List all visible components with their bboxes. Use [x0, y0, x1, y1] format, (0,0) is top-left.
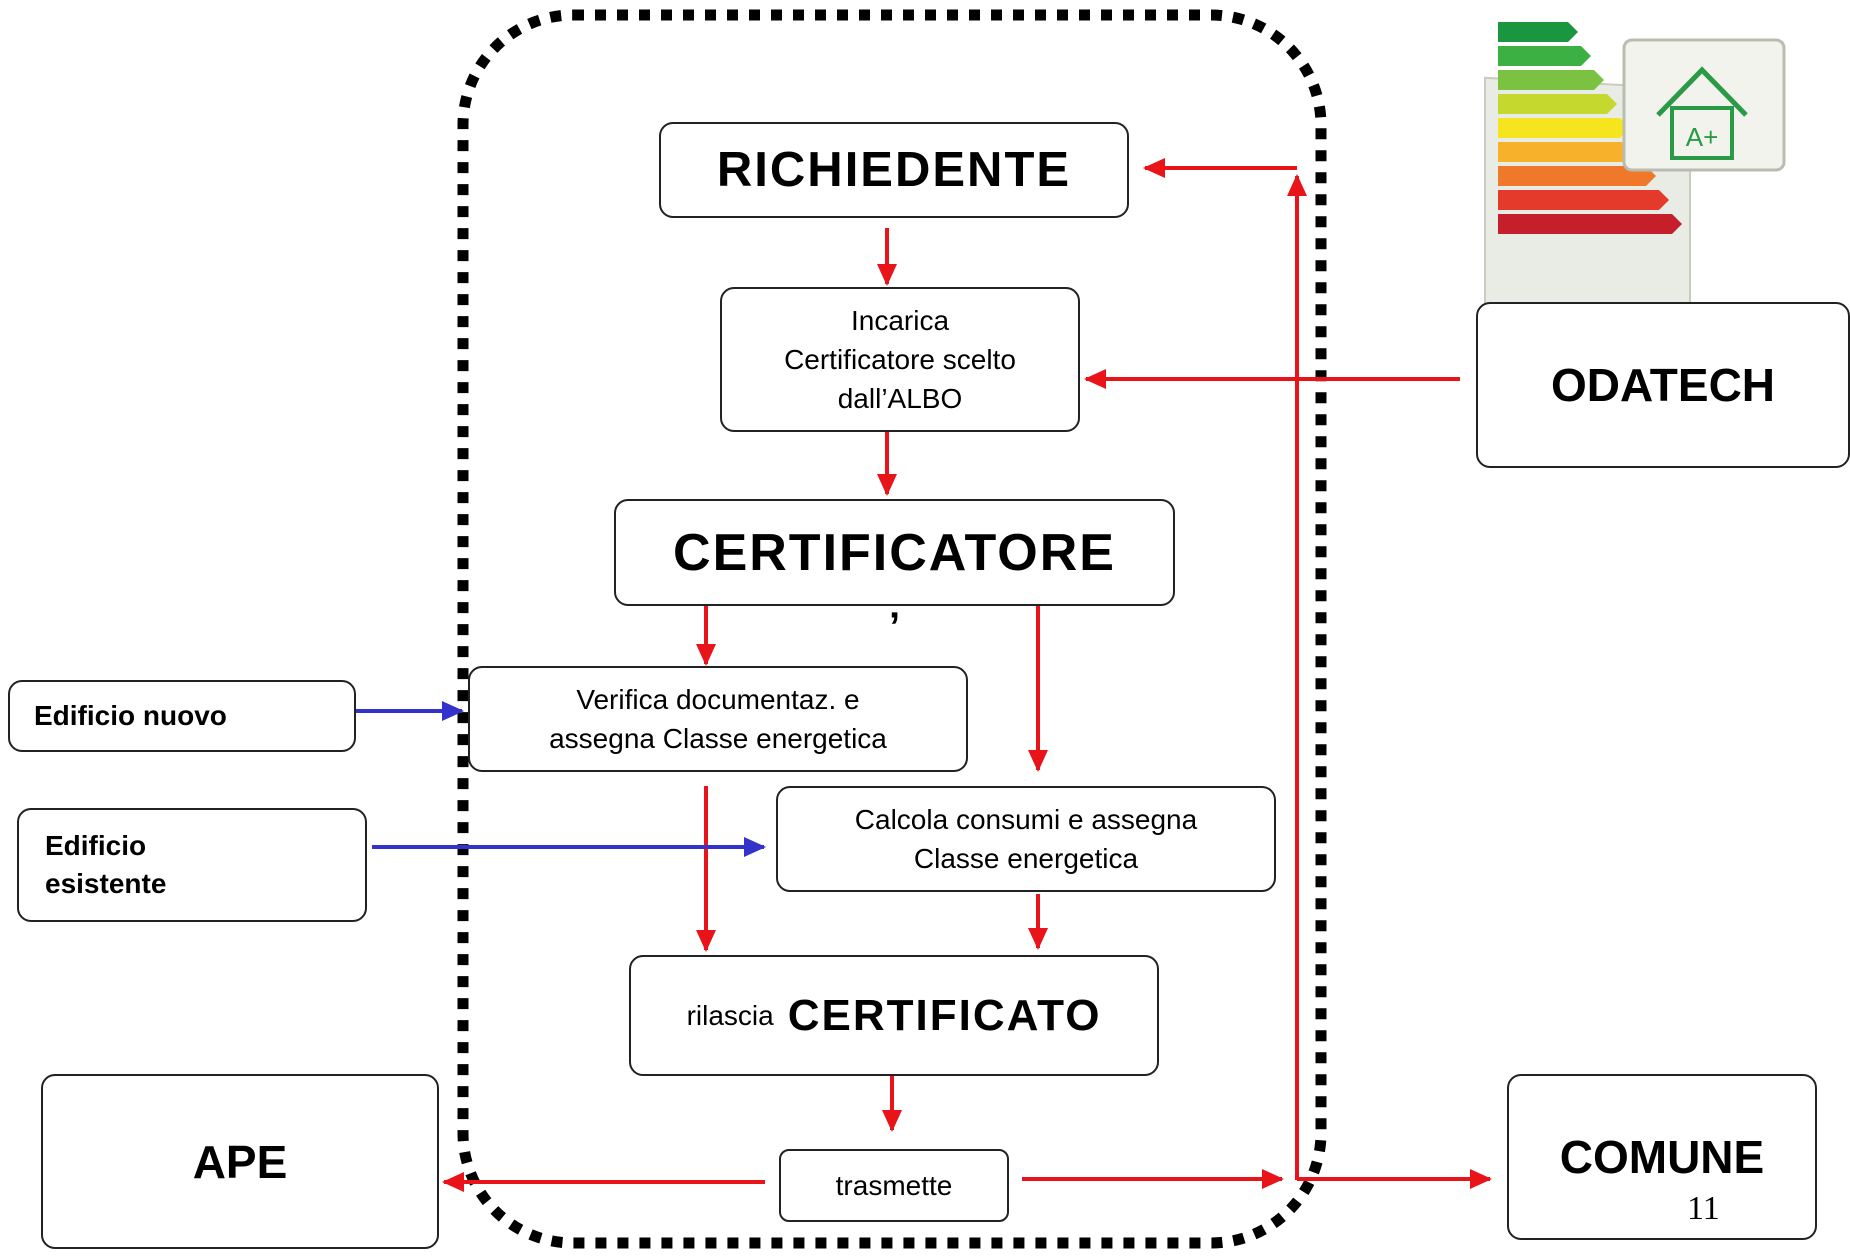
calcola-box: Calcola consumi e assegna Classe energet…: [776, 786, 1276, 892]
odatech-box: ODATECH: [1476, 302, 1850, 468]
verifica-label: Verifica documentaz. e assegna Classe en…: [549, 683, 887, 754]
calcola-label: Calcola consumi e assegna Classe energet…: [854, 803, 1198, 874]
certificatore-box: CERTIFICATORE: [614, 499, 1175, 606]
comune-label: COMUNE: [1559, 1131, 1765, 1183]
process-boundary: [457, 9, 1327, 1249]
energy-band: [1498, 142, 1643, 162]
edificio-esistente-box: Edificio esistente: [17, 808, 367, 922]
energy-band: [1498, 46, 1591, 66]
edificio-esistente-label: Edificio esistente: [45, 830, 167, 899]
energy-band: [1498, 214, 1682, 234]
richiedente-label: RICHIEDENTE: [716, 143, 1072, 197]
rilascia-prefix: rilascia: [686, 999, 774, 1031]
energy-band: [1498, 70, 1604, 90]
certificatore-label: CERTIFICATORE: [673, 523, 1116, 582]
page-number: 11: [1687, 1190, 1720, 1227]
energy-band: [1498, 94, 1617, 114]
badge-text: A+: [1686, 122, 1719, 152]
comune-box: COMUNE: [1507, 1074, 1817, 1240]
energy-band: [1498, 190, 1669, 210]
incarica-label: Incarica Certificatore scelto dall’ALBO: [784, 304, 1016, 415]
energy-band: [1498, 166, 1656, 186]
tick-mark: ’: [889, 605, 901, 649]
odatech-label: ODATECH: [1550, 359, 1776, 411]
ape-box: APE: [41, 1074, 439, 1249]
verifica-box: Verifica documentaz. e assegna Classe en…: [468, 666, 968, 772]
richiedente-box: RICHIEDENTE: [659, 122, 1129, 218]
incarica-box: Incarica Certificatore scelto dall’ALBO: [720, 287, 1080, 432]
energy-band: [1498, 22, 1578, 42]
energy-label-icon: A+: [1484, 22, 1786, 350]
ape-label: APE: [192, 1135, 288, 1188]
trasmette-box: trasmette: [779, 1149, 1009, 1222]
trasmette-label: trasmette: [835, 1169, 953, 1201]
energy-band: [1498, 118, 1630, 138]
edificio-nuovo-label: Edificio nuovo: [34, 700, 227, 732]
rilascia-box: rilascia CERTIFICATO: [629, 955, 1159, 1076]
edificio-nuovo-box: Edificio nuovo: [8, 680, 356, 752]
rilascia-bold: CERTIFICATO: [787, 990, 1102, 1040]
